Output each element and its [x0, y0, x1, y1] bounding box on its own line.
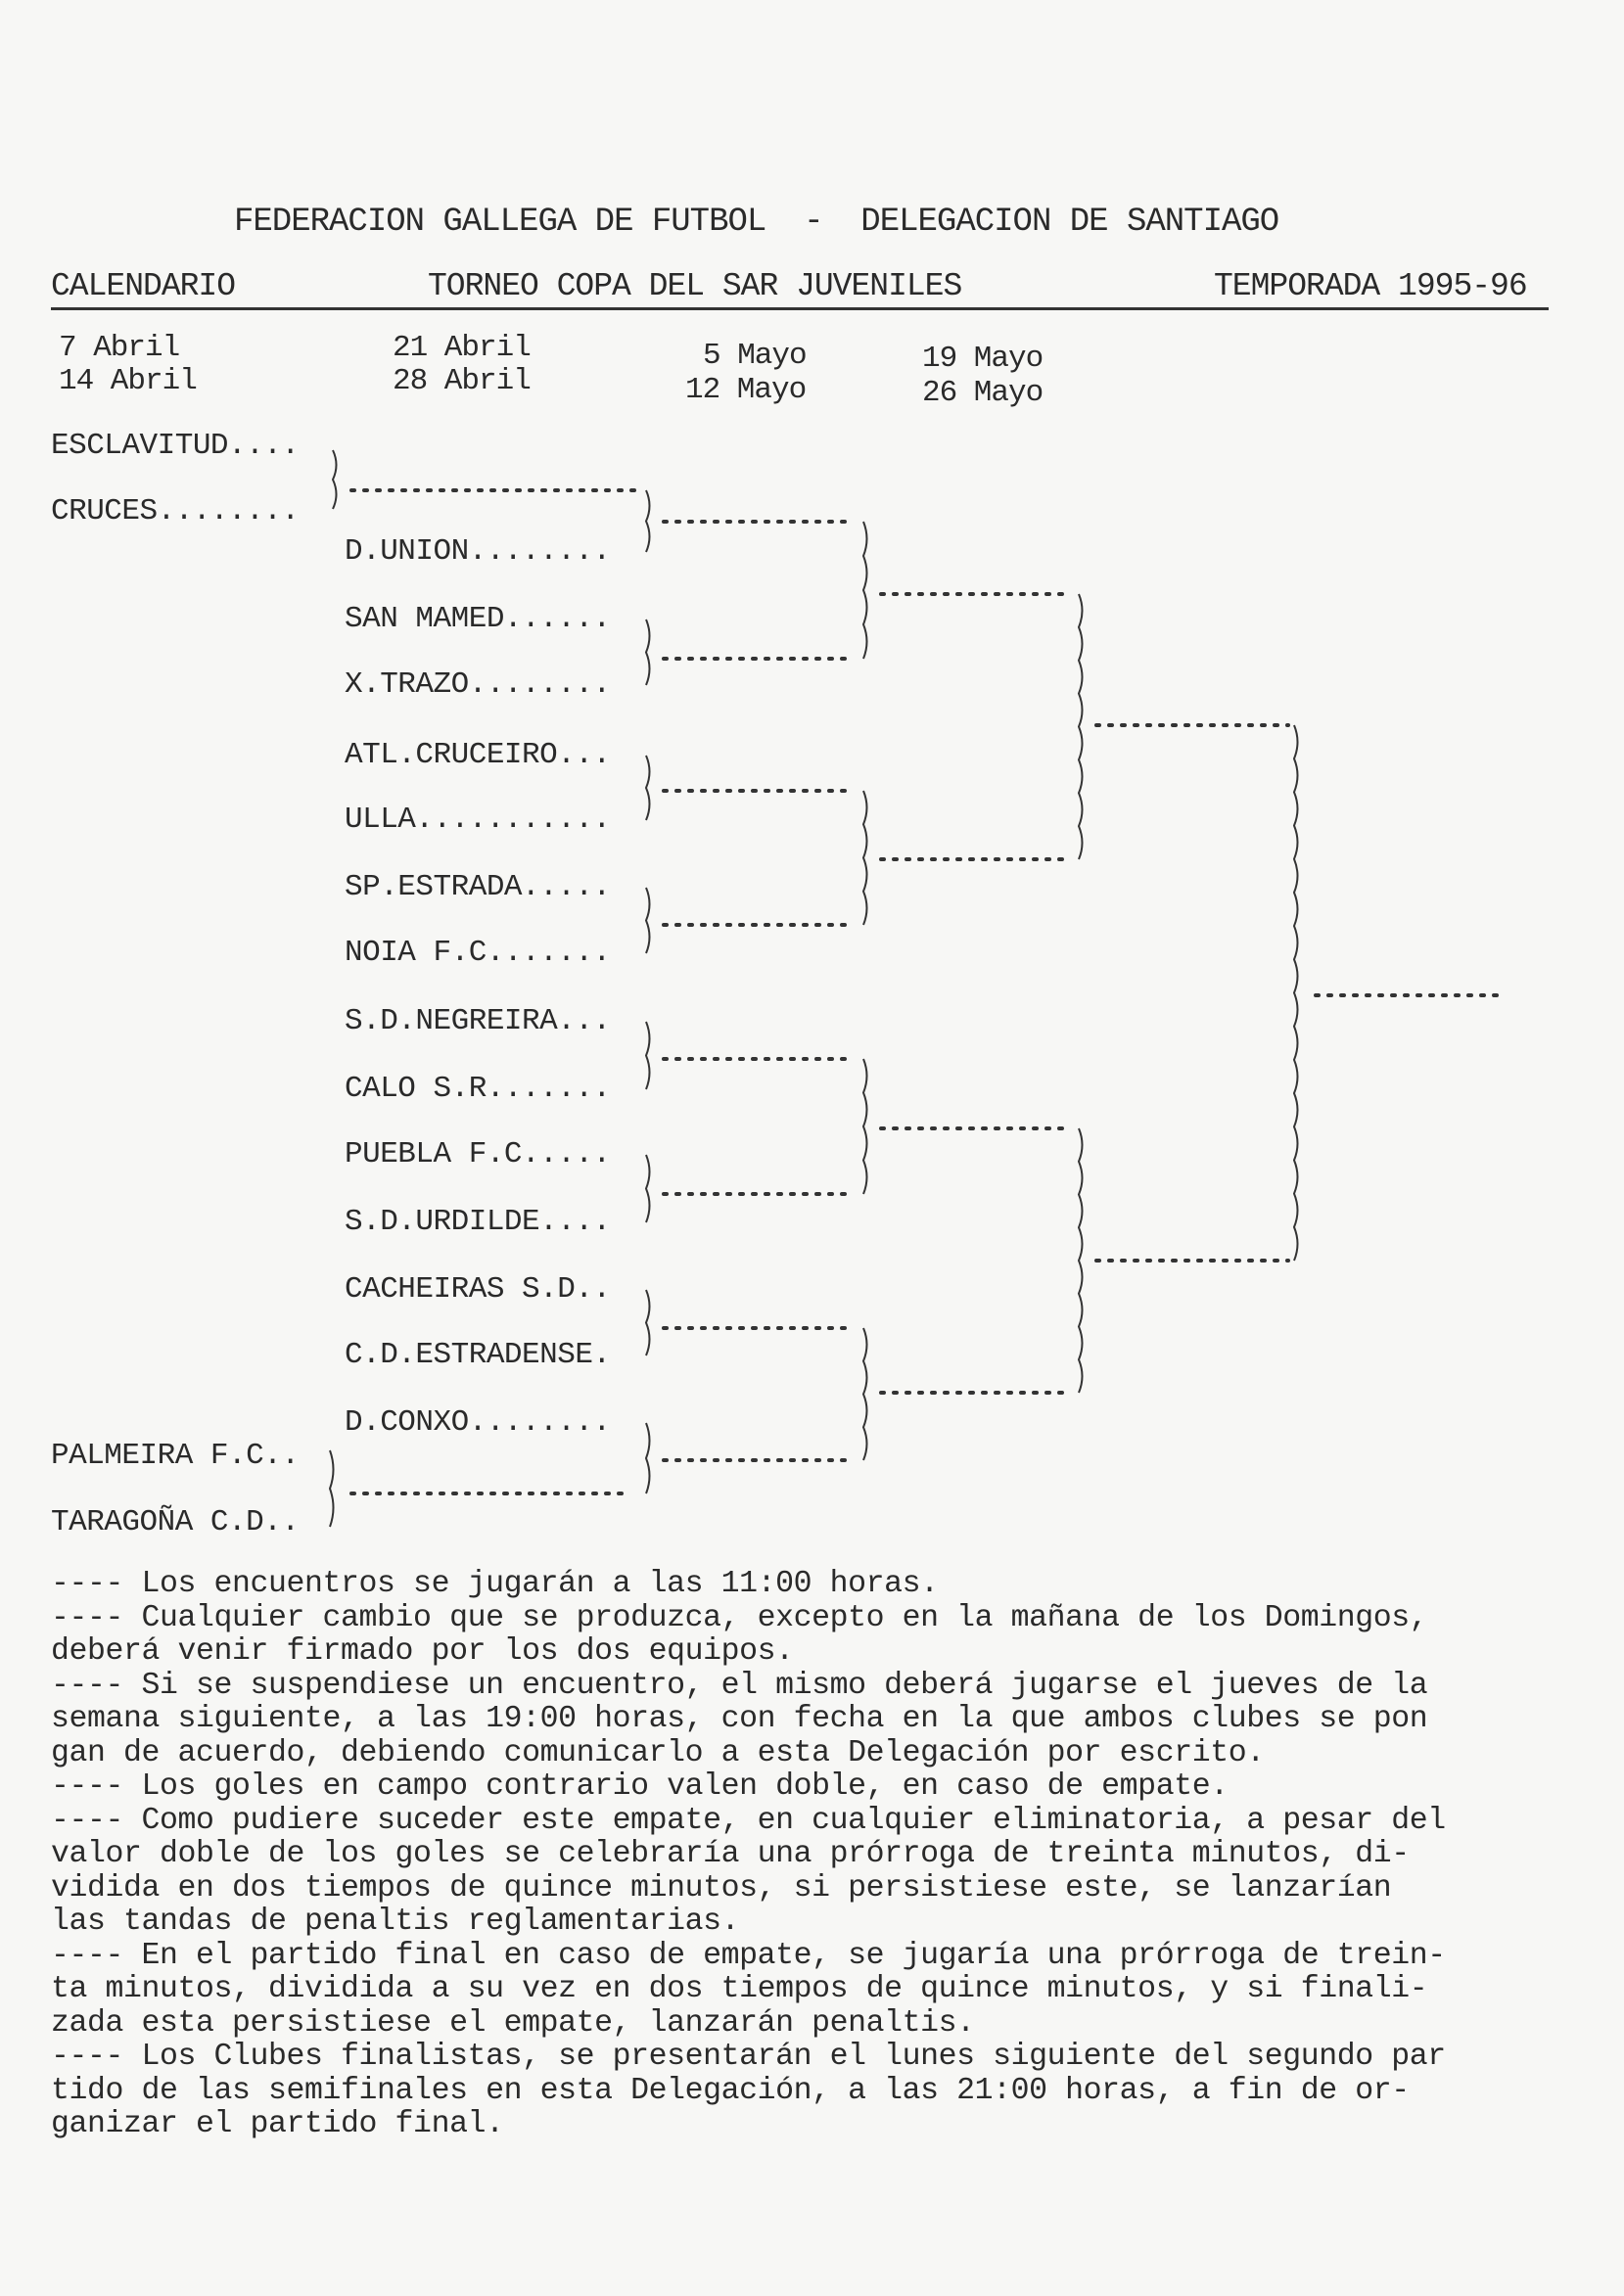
round-date: 26 Mayo — [922, 376, 1044, 410]
bracket-brace — [644, 1422, 651, 1494]
bracket-brace — [644, 1021, 651, 1090]
header-rule — [51, 307, 1549, 310]
round-date: 28 Abril — [393, 364, 532, 398]
bracket-brace — [644, 1154, 651, 1223]
round-date: 21 Abril — [393, 331, 532, 365]
bracket-brace — [644, 1289, 651, 1356]
note-line: semana siguiente, a las 19:00 horas, con… — [51, 1702, 1428, 1736]
round-date: 19 Mayo — [922, 342, 1044, 376]
team-name: S.D.NEGREIRA... — [345, 1004, 611, 1038]
note-line: valor doble de los goles se celebraría u… — [51, 1837, 1410, 1871]
bracket-brace — [331, 449, 338, 510]
team-name: ATL.CRUCEIRO... — [345, 738, 611, 772]
bracket-brace — [1077, 593, 1084, 860]
round-date: 7 Abril — [59, 331, 180, 365]
team-name: ULLA........... — [345, 803, 611, 837]
note-line: deberá venir firmado por los dos equipos… — [51, 1634, 794, 1669]
round-date: 12 Mayo — [685, 373, 807, 407]
bracket-brace — [328, 1449, 335, 1528]
note-line: ganizar el partido final. — [51, 2107, 504, 2141]
note-line: ---- Los goles en campo contrario valen … — [51, 1769, 1229, 1804]
document-title: FEDERACION GALLEGA DE FUTBOL - DELEGACIO… — [234, 204, 1279, 241]
bracket-brace — [861, 1058, 868, 1195]
team-name: C.D.ESTRADENSE. — [345, 1338, 611, 1372]
round-date: 14 Abril — [59, 364, 198, 398]
bracket-brace — [861, 521, 868, 660]
bracket-brace — [644, 489, 651, 553]
team-name: CACHEIRAS S.D.. — [345, 1272, 611, 1307]
team-name: PUEBLA F.C..... — [345, 1137, 611, 1171]
bracket-brace — [1077, 1127, 1084, 1394]
note-line: vidida en dos tiempos de quince minutos,… — [51, 1870, 1392, 1906]
tournament-bracket — [328, 449, 1500, 1528]
note-line: ---- Como pudiere suceder este empate, e… — [51, 1803, 1446, 1838]
team-name: X.TRAZO........ — [345, 667, 611, 702]
note-line: tido de las semifinales en esta Delegaci… — [51, 2073, 1410, 2108]
team-name: PALMEIRA F.C.. — [51, 1439, 300, 1473]
team-name: D.CONXO........ — [345, 1405, 611, 1440]
note-line: las tandas de penaltis reglamentarias. — [51, 1905, 740, 1939]
calendar-label: CALENDARIO — [51, 268, 236, 304]
team-name: D.UNION........ — [345, 534, 611, 569]
note-line: gan de acuerdo, debiendo comunicarlo a e… — [51, 1735, 1265, 1770]
tournament-name: TORNEO COPA DEL SAR JUVENILES — [428, 268, 962, 304]
note-line: ---- Los Clubes finalistas, se presentar… — [51, 2040, 1446, 2074]
bracket-brace — [861, 790, 868, 926]
team-name: CRUCES........ — [51, 494, 300, 528]
team-name: TARAGOÑA C.D.. — [51, 1505, 300, 1539]
rules-notes: ---- Los encuentros se jugarán a las 11:… — [51, 1567, 1446, 2142]
bracket-brace — [1292, 724, 1299, 1262]
bracket-brace — [644, 755, 651, 821]
bracket-brace — [644, 887, 651, 954]
team-name: S.D.URDILDE.... — [345, 1205, 611, 1239]
team-name: CALO S.R....... — [345, 1072, 611, 1106]
team-name: SAN MAMED...... — [345, 602, 611, 636]
note-line: ---- En el partido final en caso de empa… — [51, 1938, 1446, 1973]
bracket-brace — [861, 1327, 868, 1461]
team-name: NOIA F.C....... — [345, 936, 611, 970]
bracket-brace — [644, 619, 651, 686]
note-line: ta minutos, dividida a su vez en dos tie… — [51, 1972, 1428, 2006]
season-label: TEMPORADA 1995-96 — [1214, 268, 1528, 304]
note-line: ---- Cualquier cambio que se produzca, e… — [51, 1600, 1428, 1635]
round-date: 5 Mayo — [703, 339, 808, 373]
note-line: zada esta persistiese el empate, lanzará… — [51, 2005, 975, 2041]
team-name: SP.ESTRADA..... — [345, 870, 611, 904]
team-name: ESCLAVITUD.... — [51, 429, 300, 463]
note-line: ---- Los encuentros se jugarán a las 11:… — [51, 1567, 939, 1601]
note-line: ---- Si se suspendiese un encuentro, el … — [51, 1668, 1428, 1703]
